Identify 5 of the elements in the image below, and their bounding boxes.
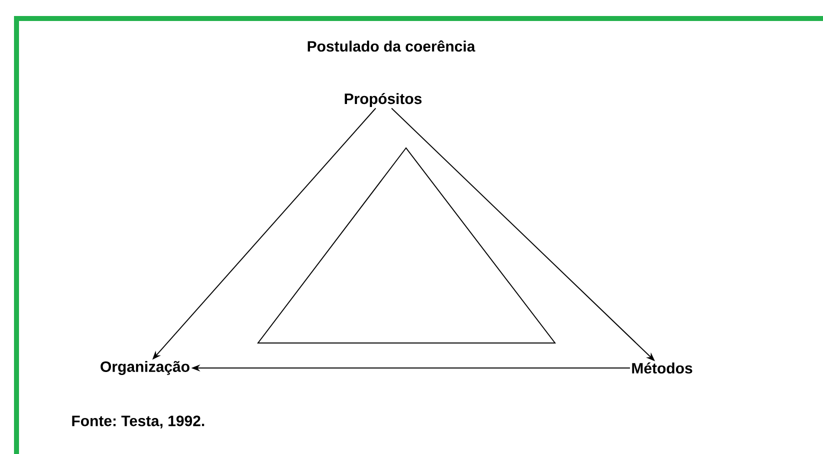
vertex-label: Propósitos [344, 92, 422, 108]
vertex-label: Organização [100, 360, 190, 376]
source-note: Fonte: Testa, 1992. [72, 416, 204, 428]
vertex-label: Métodos [632, 362, 692, 374]
title: Postulado da coerência [308, 40, 476, 52]
